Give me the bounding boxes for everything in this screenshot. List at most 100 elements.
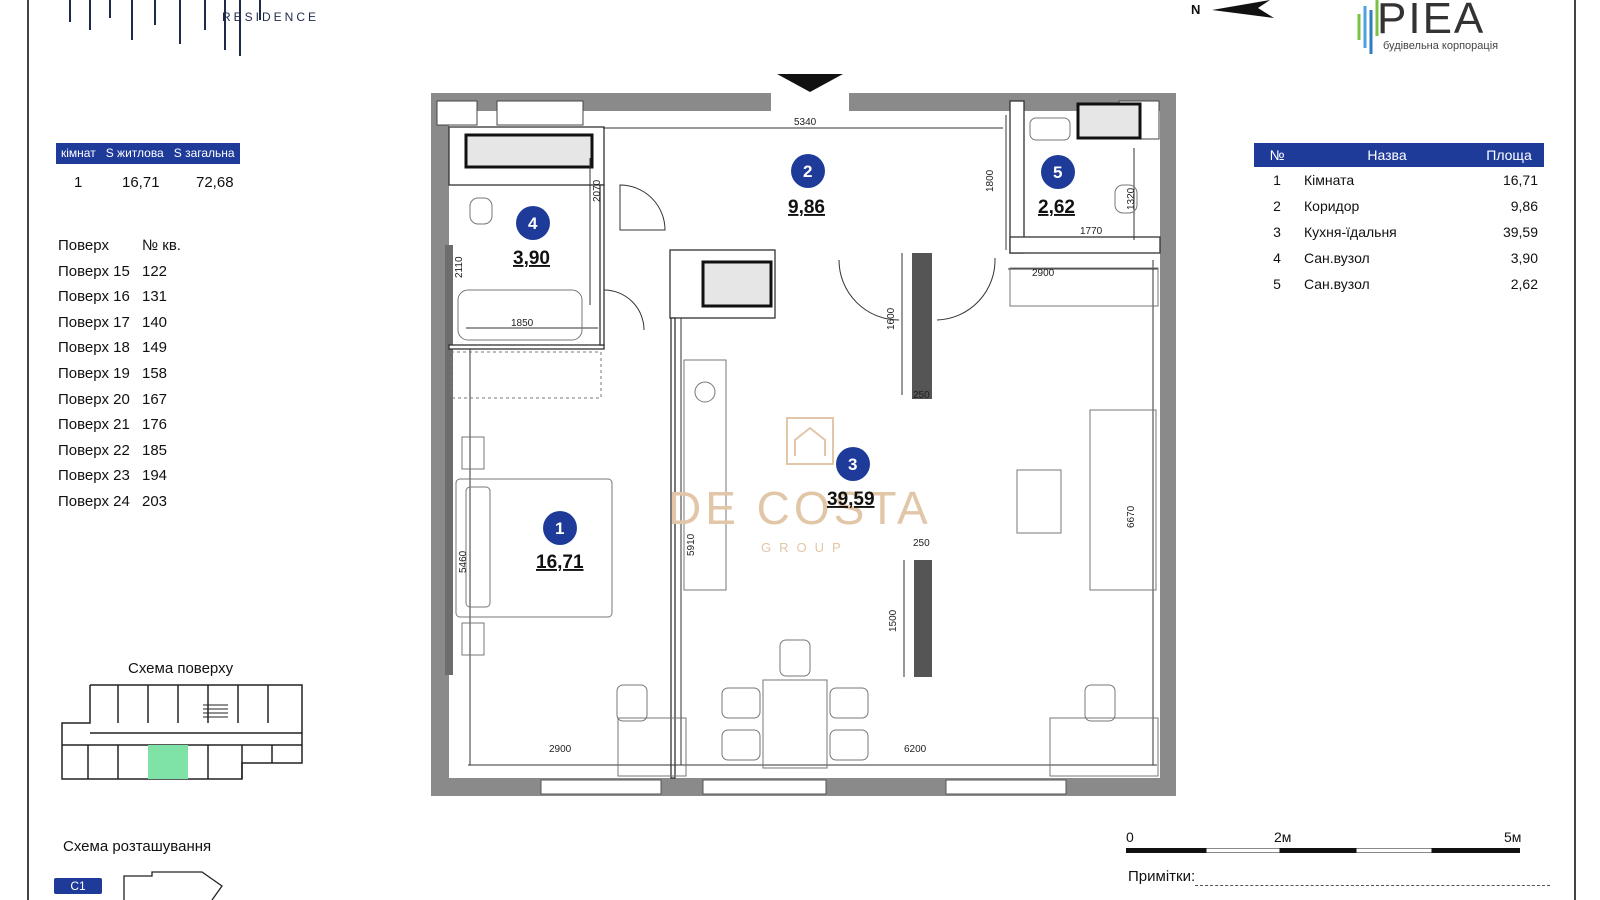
dimension-label: 1600 [886, 307, 897, 330]
floor-label: Поверх 22 [58, 441, 130, 459]
floors-header-apartment: № кв. [142, 237, 181, 254]
summary-header-living-area: S житлова [105, 146, 164, 160]
room-area: 9,86 [788, 197, 825, 218]
north-arrow-icon [1212, 0, 1274, 18]
apartment-number: 176 [142, 416, 168, 434]
dimension-label: 1800 [985, 169, 996, 192]
legend-room-area: 39,59 [1502, 224, 1538, 240]
page-frame-left [27, 0, 29, 900]
floor-label: Поверх 20 [58, 390, 130, 408]
dimension-label: 1850 [511, 318, 534, 329]
scale-label-0: 0 [1126, 829, 1134, 845]
legend-header-area: Площа [1486, 147, 1532, 163]
dimension-label: 2110 [454, 256, 465, 278]
room-number: 4 [528, 214, 538, 233]
apartment-number: 140 [142, 313, 168, 331]
summary-living-area-value: 16,71 [122, 174, 160, 191]
floor-row: Поверх 16 131 [58, 284, 181, 310]
floor-label: Поверх 19 [58, 364, 130, 382]
location-badge: C1 [54, 878, 102, 894]
scale-bar: 0 2м 5м [1126, 829, 1526, 853]
dimension-label: 1320 [1126, 187, 1137, 210]
summary-total-area-value: 72,68 [196, 174, 234, 191]
summary-header-total-area: S загальна [173, 146, 235, 160]
floor-row: Поверх 22 185 [58, 438, 181, 464]
summary-values: 1 16,71 72,68 [56, 174, 240, 191]
dimension-label: 5340 [794, 117, 817, 128]
room-2-marker: 2 9,86 [788, 154, 825, 218]
scale-bar-graphic [1126, 848, 1520, 853]
room-4-marker: 4 3,90 [513, 206, 550, 269]
dimension-label: 5910 [686, 533, 697, 556]
room-number: 3 [848, 455, 857, 474]
room-number: 5 [1053, 163, 1062, 182]
apartment-highlight [148, 745, 188, 779]
legend-room-area: 9,86 [1510, 198, 1538, 214]
legend-room-area: 16,71 [1502, 172, 1538, 188]
room-area: 39,59 [827, 489, 875, 510]
dimension-label: 6200 [904, 744, 927, 755]
apartment-number: 203 [142, 492, 168, 510]
floor-label: Поверх 16 [58, 288, 130, 306]
apartment-number: 185 [142, 441, 168, 459]
legend-room-name: Коридор [1304, 198, 1360, 214]
apartment-number: 149 [142, 339, 168, 357]
legend-header-number: № [1269, 147, 1285, 163]
dimension-label: 5460 [458, 550, 469, 573]
apartment-summary: кімнат S житлова S загальна 1 16,71 72,6… [56, 143, 240, 191]
summary-rooms-value: 1 [74, 174, 83, 191]
location-scheme-title: Схема розташування [63, 838, 212, 855]
room-1-marker: 1 16,71 [536, 511, 584, 573]
apartment-number: 131 [142, 288, 168, 306]
legend-header: № Назва Площа [1254, 143, 1544, 167]
room-area: 2,62 [1038, 197, 1075, 218]
partition-columns [912, 253, 932, 677]
page-frame-right [1574, 0, 1576, 900]
developer-subtitle: будівельна корпорація [1383, 40, 1499, 52]
legend-room-number: 4 [1273, 250, 1281, 266]
brand-logo [69, 0, 261, 56]
summary-header-rooms: кімнат [61, 146, 96, 160]
floor-row: Поверх 20 167 [58, 387, 181, 413]
dimension-label: 2900 [1032, 268, 1055, 279]
room-number-badge [543, 511, 577, 545]
room-area: 3,90 [513, 248, 550, 269]
dimension-label: 6670 [1126, 505, 1137, 528]
legend-room-area: 2,62 [1510, 276, 1538, 292]
legend-room-number: 3 [1273, 224, 1281, 240]
scale-label-2m: 2м [1274, 829, 1292, 845]
legend-header-name: Назва [1367, 147, 1407, 163]
room-3-marker: 3 39,59 [827, 447, 875, 510]
apartment-number: 167 [142, 390, 168, 408]
furniture [450, 117, 1159, 777]
room-number-badge [836, 447, 870, 481]
floor-scheme-diagram [61, 684, 303, 780]
floors-header: Поверх № кв. [58, 233, 181, 259]
room-5-marker: 5 2,62 [1038, 155, 1075, 218]
north-label: N [1191, 2, 1201, 17]
dimension-label: 250 [913, 390, 930, 401]
floor-label: Поверх 24 [58, 492, 130, 510]
floors-header-floor: Поверх [58, 237, 109, 254]
scale-label-5m: 5м [1504, 829, 1522, 845]
legend-room-name: Сан.вузол [1304, 276, 1370, 292]
room-number: 2 [803, 162, 812, 181]
room-number-badge [791, 154, 825, 188]
floor-row: Поверх 24 203 [58, 489, 181, 515]
room-number: 1 [555, 519, 564, 538]
watermark-house-icon [786, 417, 834, 465]
shafts [464, 102, 1142, 308]
dimension-label: 1500 [888, 609, 899, 632]
apartment-number: 194 [142, 467, 168, 485]
